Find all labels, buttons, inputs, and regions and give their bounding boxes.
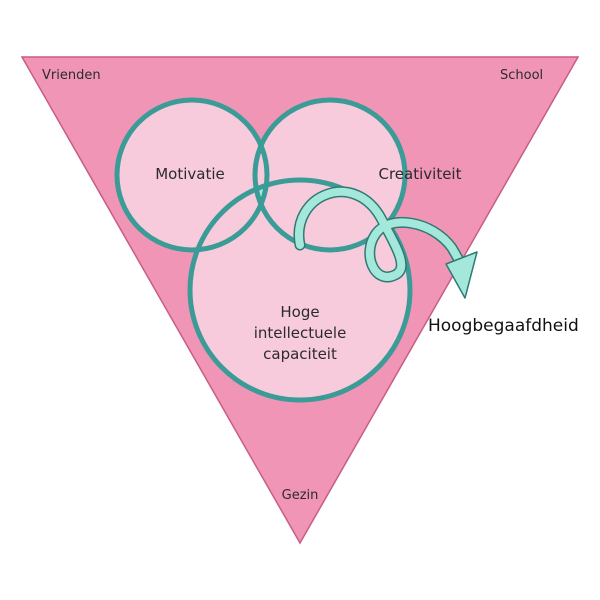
capacity-circle-fill [190, 180, 410, 400]
arrow-head-icon [445, 251, 478, 299]
label-motivation: Motivatie [155, 165, 225, 183]
label-creativity: Creativiteit [379, 165, 462, 183]
curly-arrow [293, 186, 478, 299]
label-capacity-line-1: Hoge [280, 303, 319, 321]
label-friends: Vrienden [42, 68, 101, 83]
creativity-circle [252, 97, 408, 253]
label-school: School [500, 68, 543, 83]
curly-arrow-body-fill [294, 187, 464, 281]
label-giftedness: Hoogbegaafdheid [428, 316, 579, 336]
capacity-circle [187, 177, 413, 403]
motivation-circle [114, 97, 270, 253]
label-capacity-line-3: capaciteit [263, 345, 337, 363]
label-family: Gezin [282, 488, 319, 503]
label-capacity-line-2: intellectuele [254, 324, 347, 342]
